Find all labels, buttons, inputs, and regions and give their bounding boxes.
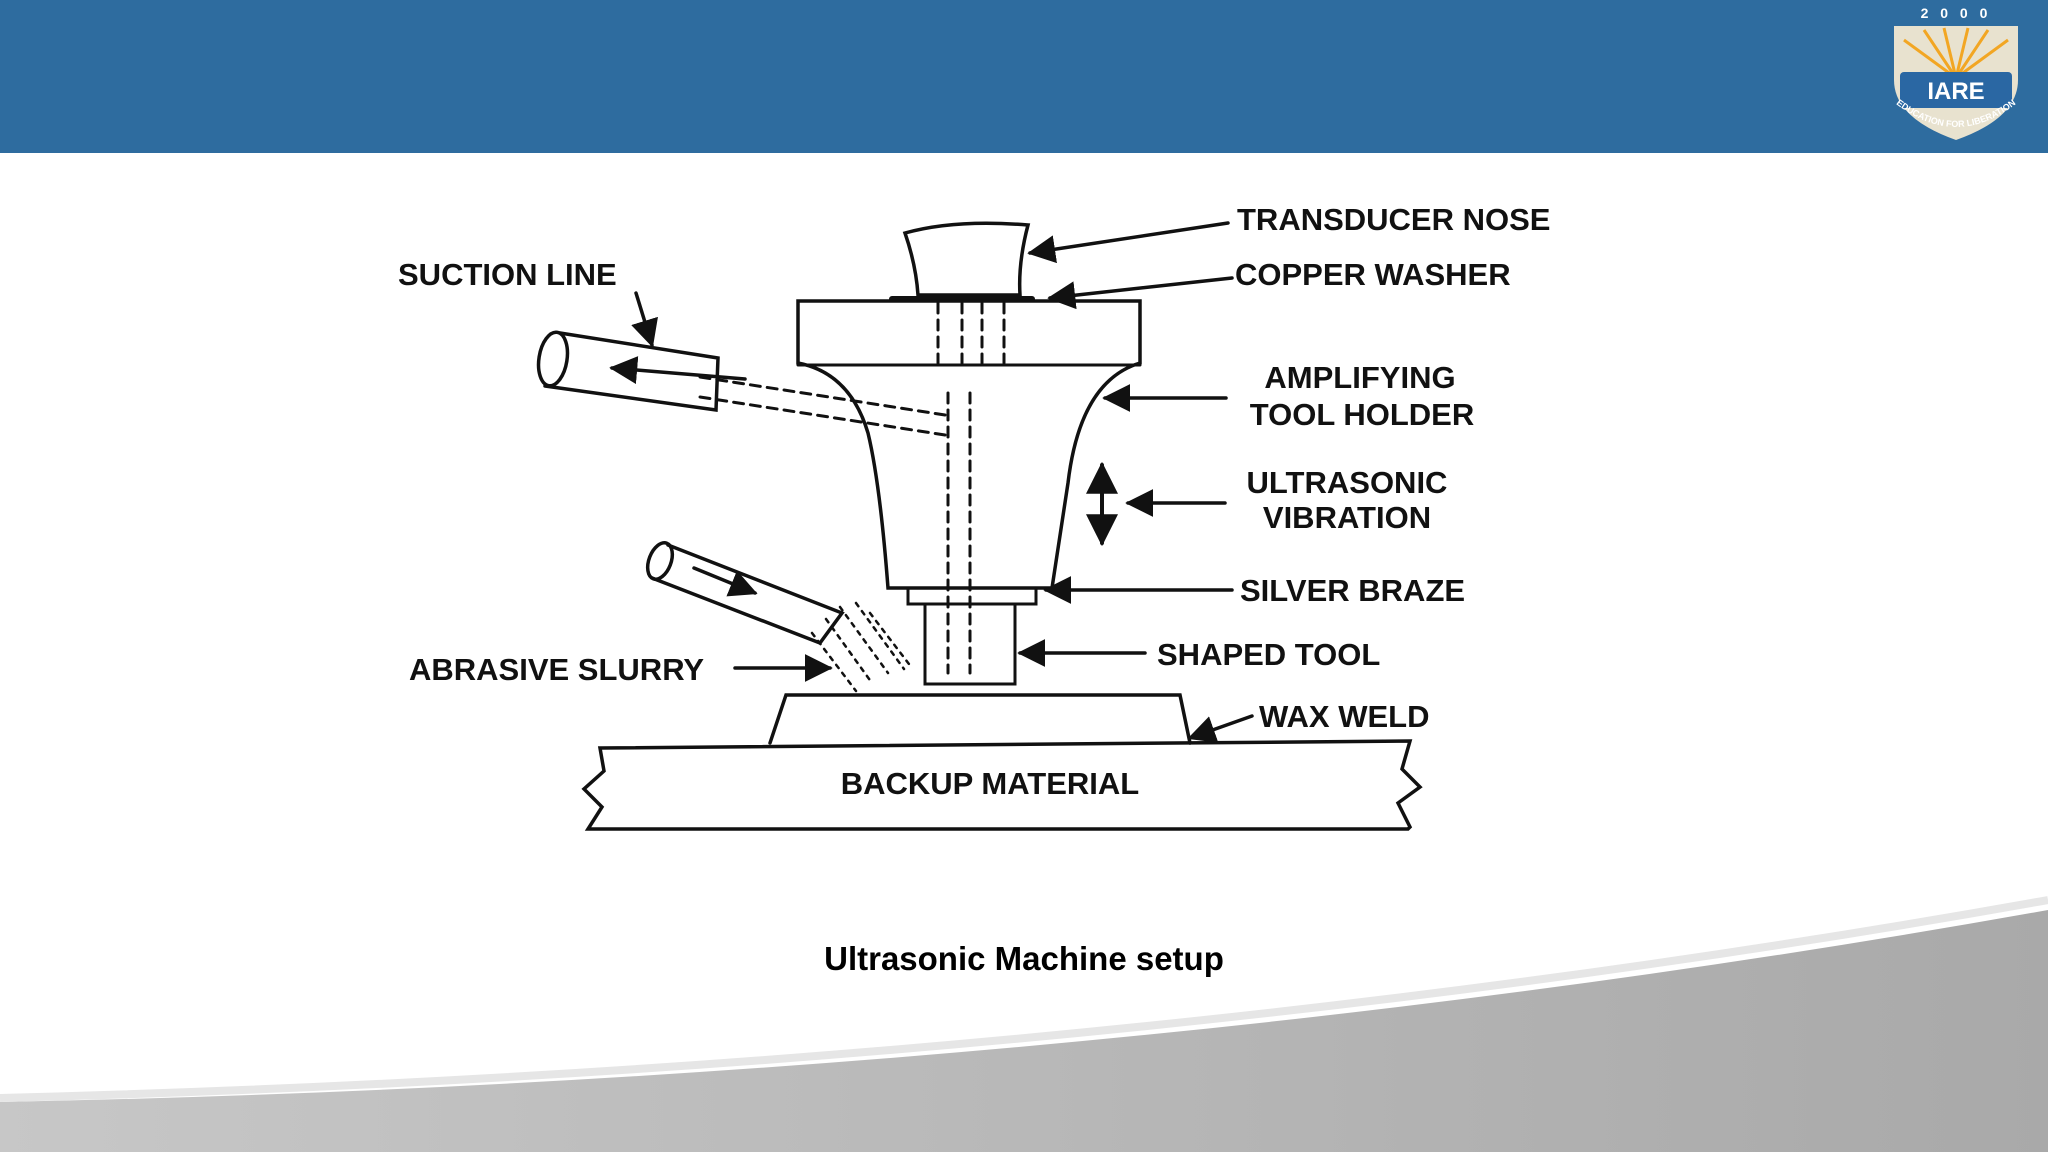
label-amplifying: AMPLIFYING [1264, 360, 1455, 395]
decorative-swoosh [0, 896, 2048, 1152]
workpiece [768, 693, 1192, 745]
suction-line-tube [543, 331, 720, 413]
slurry-tube [650, 543, 845, 646]
label-silver-braze: SILVER BRAZE [1240, 573, 1465, 608]
label-tool-holder: TOOL HOLDER [1250, 397, 1474, 432]
label-suction-line: SUCTION LINE [398, 257, 617, 292]
logo-year: 2 0 0 0 [1921, 5, 1992, 21]
label-abrasive-slurry: ABRASIVE SLURRY [409, 652, 704, 687]
label-backup-material: BACKUP MATERIAL [841, 766, 1140, 801]
label-transducer-nose: TRANSDUCER NOSE [1237, 202, 1550, 237]
label-vibration: VIBRATION [1263, 500, 1431, 535]
tool-holder [796, 299, 1142, 590]
label-shaped-tool: SHAPED TOOL [1157, 637, 1380, 672]
label-copper-washer: COPPER WASHER [1235, 257, 1511, 292]
abrasive-slurry-stream [810, 601, 914, 693]
figure-caption: Ultrasonic Machine setup [824, 940, 1224, 977]
silver-braze [906, 586, 1038, 606]
label-ultrasonic: ULTRASONIC [1247, 465, 1448, 500]
shaped-tool [923, 602, 1017, 686]
header-bar [0, 0, 2048, 153]
transducer-nose [902, 221, 1031, 297]
backup-material [581, 739, 1423, 831]
ultrasonic-machine-diagram: TRANSDUCER NOSE COPPER WASHER SUCTION LI… [398, 202, 1550, 831]
logo-name: IARE [1927, 78, 1984, 105]
iare-logo: 2 0 0 0 IARE EDUCATION FOR LIBERATION [1894, 5, 2018, 140]
label-wax-weld: WAX WELD [1259, 699, 1430, 734]
